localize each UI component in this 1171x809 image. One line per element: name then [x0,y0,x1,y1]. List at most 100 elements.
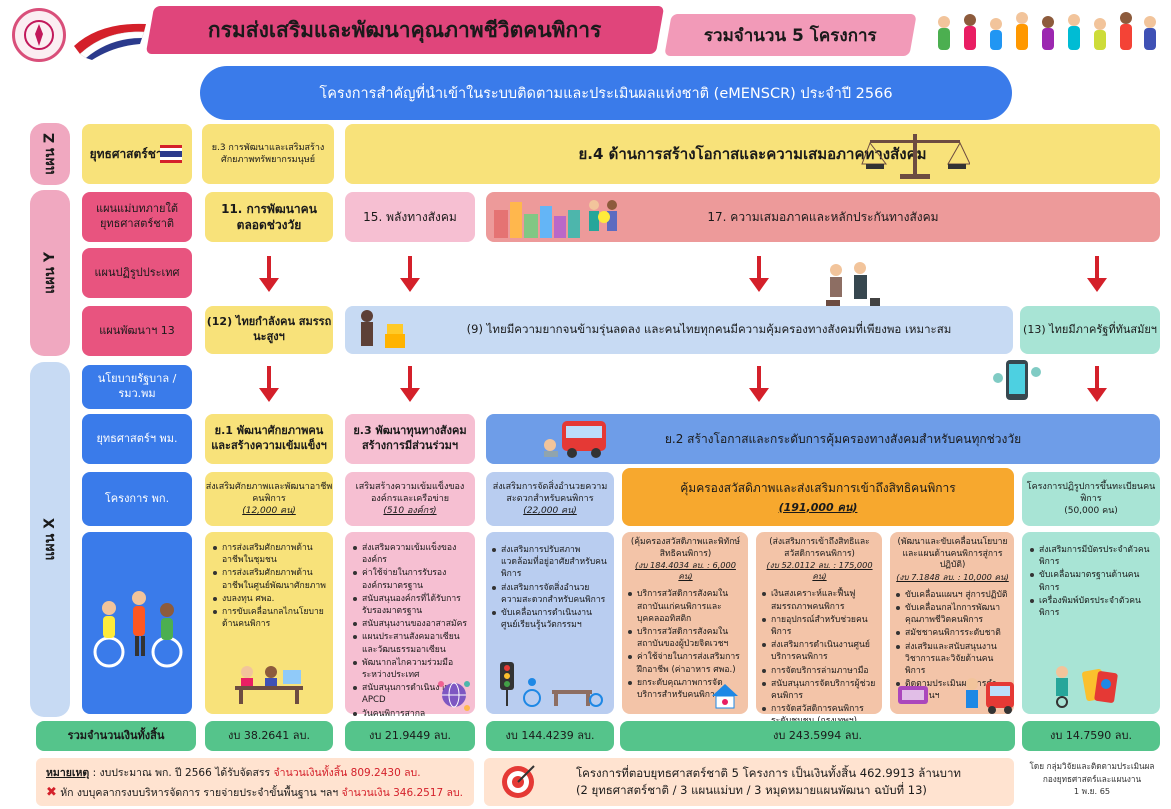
row-projects: โครงการ พก. [82,472,192,526]
list-item: ขับเคลื่อนการดำเนินงานศูนย์เรียนรู้นวัตก… [492,607,608,631]
poverty-coins-icon [361,310,405,348]
project-detail-2: ส่งเสริมความเข้มแข็งขององค์กร ค่าใช้จ่าย… [345,532,475,719]
detail-list-1: การส่งเสริมศักยภาพด้านอาชีพในชุมชน การส่… [213,542,327,630]
budget-5: งบ 14.7590 ลบ. [1022,721,1160,751]
list-item: การขับเคลื่อนกลไกนโยบายด้านคนพิการ [213,606,327,630]
arrow-down-7 [748,366,770,404]
list-item: พัฒนากลไกความร่วมมือระหว่างประเทศ [353,657,469,681]
list-item: ส่งเสริมการมีบัตรประจำตัวคนพิการ [1030,544,1154,568]
list-item: งบลงทุน ศพอ. [213,593,327,605]
id-card-icon [1056,666,1118,708]
note-line: หมายเหตุ : งบประมาณ พก. ปี 2566 ได้รับจั… [46,767,421,779]
list-item: สนับสนุนการจัดบริการผู้ช่วยคนพิการ [762,678,877,702]
budget-3: งบ 144.4239 ลบ. [486,721,614,751]
budget-2: งบ 21.9449 ลบ. [345,721,475,751]
project-title-3: ส่งเสริมการจัดสิ่งอำนวยความสะดวกสำหรับคน… [486,472,614,526]
master-plan-17: 17. ความเสมอภาคและหลักประกันทางสังคม [486,192,1160,242]
detail-list-5: ส่งเสริมการมีบัตรประจำตัวคนพิการ ขับเคลื… [1030,544,1154,619]
level-z: แผน Z [30,123,70,185]
list-item: สมัชชาคนพิการระดับชาติ [896,627,1009,639]
detail-list-2: ส่งเสริมความเข้มแข็งขององค์กร ค่าใช้จ่าย… [353,542,469,720]
master-plan-11: 11. การพัฒนาคน ตลอดช่วงวัย [205,192,333,242]
list-item: บริการสวัสดิการสังคมในสถาบันแก่คนพิการแล… [628,588,743,625]
arrow-down-3 [748,256,770,294]
dev-plan-12: (12) ไทยกำลังคน สมรรถนะสูงฯ [205,306,333,354]
arrow-down-4 [1086,256,1108,294]
list-item: ส่งเสริมการจัดสิ่งอำนวยความสะดวกสำหรับคน… [492,582,608,606]
list-item: สนับสนุนงานของอาสาสมัคร [353,618,469,630]
smart-device-icon [993,360,1041,400]
disability-group-illustration [82,532,192,714]
row-strategy: ยุทธศาสตร์ชาติ [82,124,192,184]
training-people-icon [235,666,303,704]
list-item: ส่งเสริมและสนับสนุนงานวิชาการและวิจัยด้า… [896,641,1009,678]
detail-list-4b: เงินสงเคราะห์และฟื้นฟูสมรรถภาพคนพิการ กา… [762,588,877,727]
project-detail-5: ส่งเสริมการมีบัตรประจำตัวคนพิการ ขับเคลื… [1022,532,1160,714]
balance-scale-icon [861,134,970,179]
ministry-strategy-2: ย.2 สร้างโอกาสและกระดับการคุ้มครองทางสัง… [486,414,1160,464]
project-detail-3: ส่งเสริมการปรับสภาพแวดล้อมที่อยู่อาศัยสำ… [486,532,614,714]
budget-note: หมายเหตุ : งบประมาณ พก. ปี 2566 ได้รับจั… [36,758,474,806]
project-title-2: เสริมสร้างความเข้มแข็งขององค์กรและเครือข… [345,472,475,526]
people-crowd-illustration [930,8,1162,60]
row-dev-plan: แผนพัฒนาฯ 13 [82,306,192,356]
list-item: สนับสนุนองค์กรที่ได้รับการรับรองมาตรฐาน [353,593,469,617]
people-sign-icon [589,200,617,231]
row-total: รวมจำนวนเงินทั้งสิ้น [36,721,196,751]
summary-box: โครงการที่ตอบยุทธศาสตร์ชาติ 5 โครงการ เป… [484,758,1014,806]
page-title: กรมส่งเสริมและพัฒนาคุณภาพชีวิตคนพิการ [145,6,665,54]
list-item: วันคนพิการสากล [353,708,469,720]
list-item: ส่งเสริมการดำเนินงานศูนย์บริการคนพิการ [762,639,877,663]
city-buildings-icon [494,202,580,238]
list-item: การส่งเสริมศักยภาพด้านอาชีพในศูนย์พัฒนาศ… [213,567,327,591]
close-icon: ✖ [46,785,57,801]
arrow-down-8 [1086,366,1108,404]
dev-plan-13: (13) ไทยมีภาครัฐที่ทันสมัยฯ [1020,306,1160,354]
accessibility-facilities-icon [500,662,603,707]
arrow-down-2 [399,256,421,294]
banner: โครงการสำคัญที่นำเข้าในระบบติดตามและประเ… [200,66,1012,120]
policy-meeting-icon [898,686,928,704]
credit: โดย กลุ่มวิจัยและติดตามประเมินผล กองยุทธ… [1029,761,1155,797]
list-item: ส่งเสริมการปรับสภาพแวดล้อมที่อยู่อาศัยสำ… [492,544,608,581]
row-gov-policy: นโยบายรัฐบาล / รมว.พม [82,365,192,409]
project-detail-4a: (คุ้มครองสวัสดิภาพและพิทักษ์สิทธิคนพิการ… [622,532,748,714]
list-item: ค่าใช้จ่ายในการรับรององค์กรมาตรฐาน [353,567,469,591]
list-item: ขับเคลื่อนมาตรฐานด้านคนพิการ [1030,569,1154,593]
list-item: ขับเคลื่อนกลไกการพัฒนาคุณภาพชีวิตคนพิการ [896,602,1009,626]
strategy-3: ย.3 การพัฒนาและเสริมสร้างศักยภาพทรัพยากร… [202,124,334,184]
ministry-strategy-1: ย.1 พัฒนาศักยภาพคน และสร้างความเข้มแข็งฯ [205,414,333,464]
detail-list-4c: ขับเคลื่อนแผนฯ สู่การปฏิบัติ ขับเคลื่อนก… [896,589,1009,703]
project-title-1: ส่งเสริมศักยภาพและพัฒนาอาชีพคนพิการ (12,… [205,472,333,526]
deduct-line: ✖ หัก งบบุคลากรงบบริหารจัดการ รายจ่ายประ… [46,785,463,801]
globe-network-icon [438,681,470,711]
bus-icon [544,421,606,458]
row-master-plan: แผนแม่บทภายใต้ยุทธศาสตร์ชาติ [82,192,192,242]
strategy-4: ย.4 ด้านการสร้างโอกาสและความเสมอภาคทางสั… [345,124,1160,184]
master-plan-15: 15. พลังทางสังคม [345,192,475,242]
list-item: ส่งเสริมความเข้มแข็งขององค์กร [353,542,469,566]
level-x: แผน X [30,362,70,717]
arrow-down-6 [399,366,421,404]
project-detail-4c: (พัฒนาและขับเคลื่อนนโยบายและแผนด้านคนพิก… [890,532,1014,714]
level-y: แผน Y [30,190,70,356]
list-item: กายอุปกรณ์สำหรับช่วยคนพิการ [762,614,877,638]
list-item: การส่งเสริมศักยภาพด้านอาชีพในชุมชน [213,542,327,566]
project-detail-4b: (ส่งเสริมการเข้าถึงสิทธิและสวัสดิการคนพิ… [756,532,882,726]
budget-4: งบ 243.5994 ลบ. [620,721,1015,751]
list-item: สนับสนุนการดำเนินงาน APCD [353,682,469,706]
detail-list-3: ส่งเสริมการปรับสภาพแวดล้อมที่อยู่อาศัยสำ… [492,544,608,631]
seal-logo [12,8,66,62]
project-title-5: โครงการปฏิรูปการขึ้นทะเบียนคนพิการ (50,0… [1022,472,1160,526]
project-detail-1: การส่งเสริมศักยภาพด้านอาชีพในชุมชน การส่… [205,532,333,714]
page-title-text: กรมส่งเสริมและพัฒนาคุณภาพชีวิตคนพิการ [208,17,602,42]
thai-flag-icon [160,145,182,163]
list-item: ยกระดับคุณภาพการจัดบริการสำหรับคนพิการ [628,677,743,701]
list-item: ขับเคลื่อนแผนฯ สู่การปฏิบัติ [896,589,1009,601]
list-item: บริการสวัสดิการสังคมในสถาบันของผู้ป่วยจิ… [628,626,743,650]
poverty-people-icon [826,262,880,308]
care-house-icon [712,684,738,709]
list-item: ค่าใช้จ่ายในการส่งเสริมการฝึกอาชีพ (ค่าอ… [628,651,743,675]
list-item: แผนประสานสังคมอาเซียนและวัฒนธรรมอาเซียน [353,631,469,655]
list-item: เครื่องพิมพ์บัตรประจำตัวคนพิการ [1030,595,1154,619]
